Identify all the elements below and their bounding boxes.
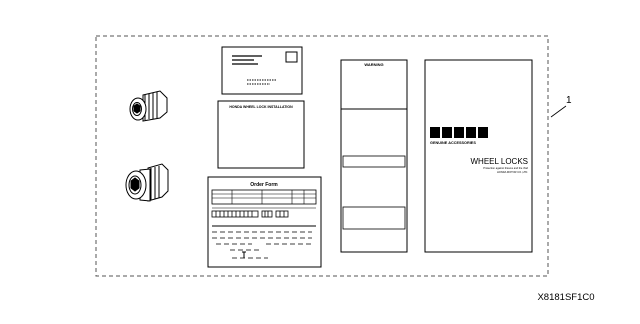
package-brand-label: GENUINE ACCESSORIES [430, 141, 476, 145]
installation-sheet-title: HONDA WHEEL LOCK INSTALLATION [229, 105, 293, 109]
lock-nut-large [125, 163, 169, 202]
envelope [221, 46, 303, 95]
package-title: WHEEL LOCKS [471, 157, 529, 166]
warning-tag: WARNING [340, 59, 408, 253]
package-subtitle-1: Protection against thieves and the thief [483, 166, 528, 170]
part-code: X8181SF1C0 [537, 292, 594, 303]
package-card: GENUINE ACCESSORIES WHEEL LOCKS Protecti… [424, 59, 533, 253]
package-subtitle-2: HONDA MOTOR CO.,LTD. [497, 170, 528, 174]
envelope-stamp [285, 51, 298, 63]
order-form-title: Order Form [250, 182, 278, 188]
installation-sheet: HONDA WHEEL LOCK INSTALLATION [217, 100, 305, 169]
genuine-accessories-logo [430, 127, 488, 138]
callout-number: 1 [566, 95, 572, 106]
lock-nut-small [129, 90, 168, 122]
order-form: Order Form [207, 176, 322, 268]
callout-leader [550, 105, 567, 118]
warning-tag-title: WARNING [364, 62, 383, 67]
kit-boundary [95, 35, 549, 277]
order-form-boxes [211, 210, 289, 218]
